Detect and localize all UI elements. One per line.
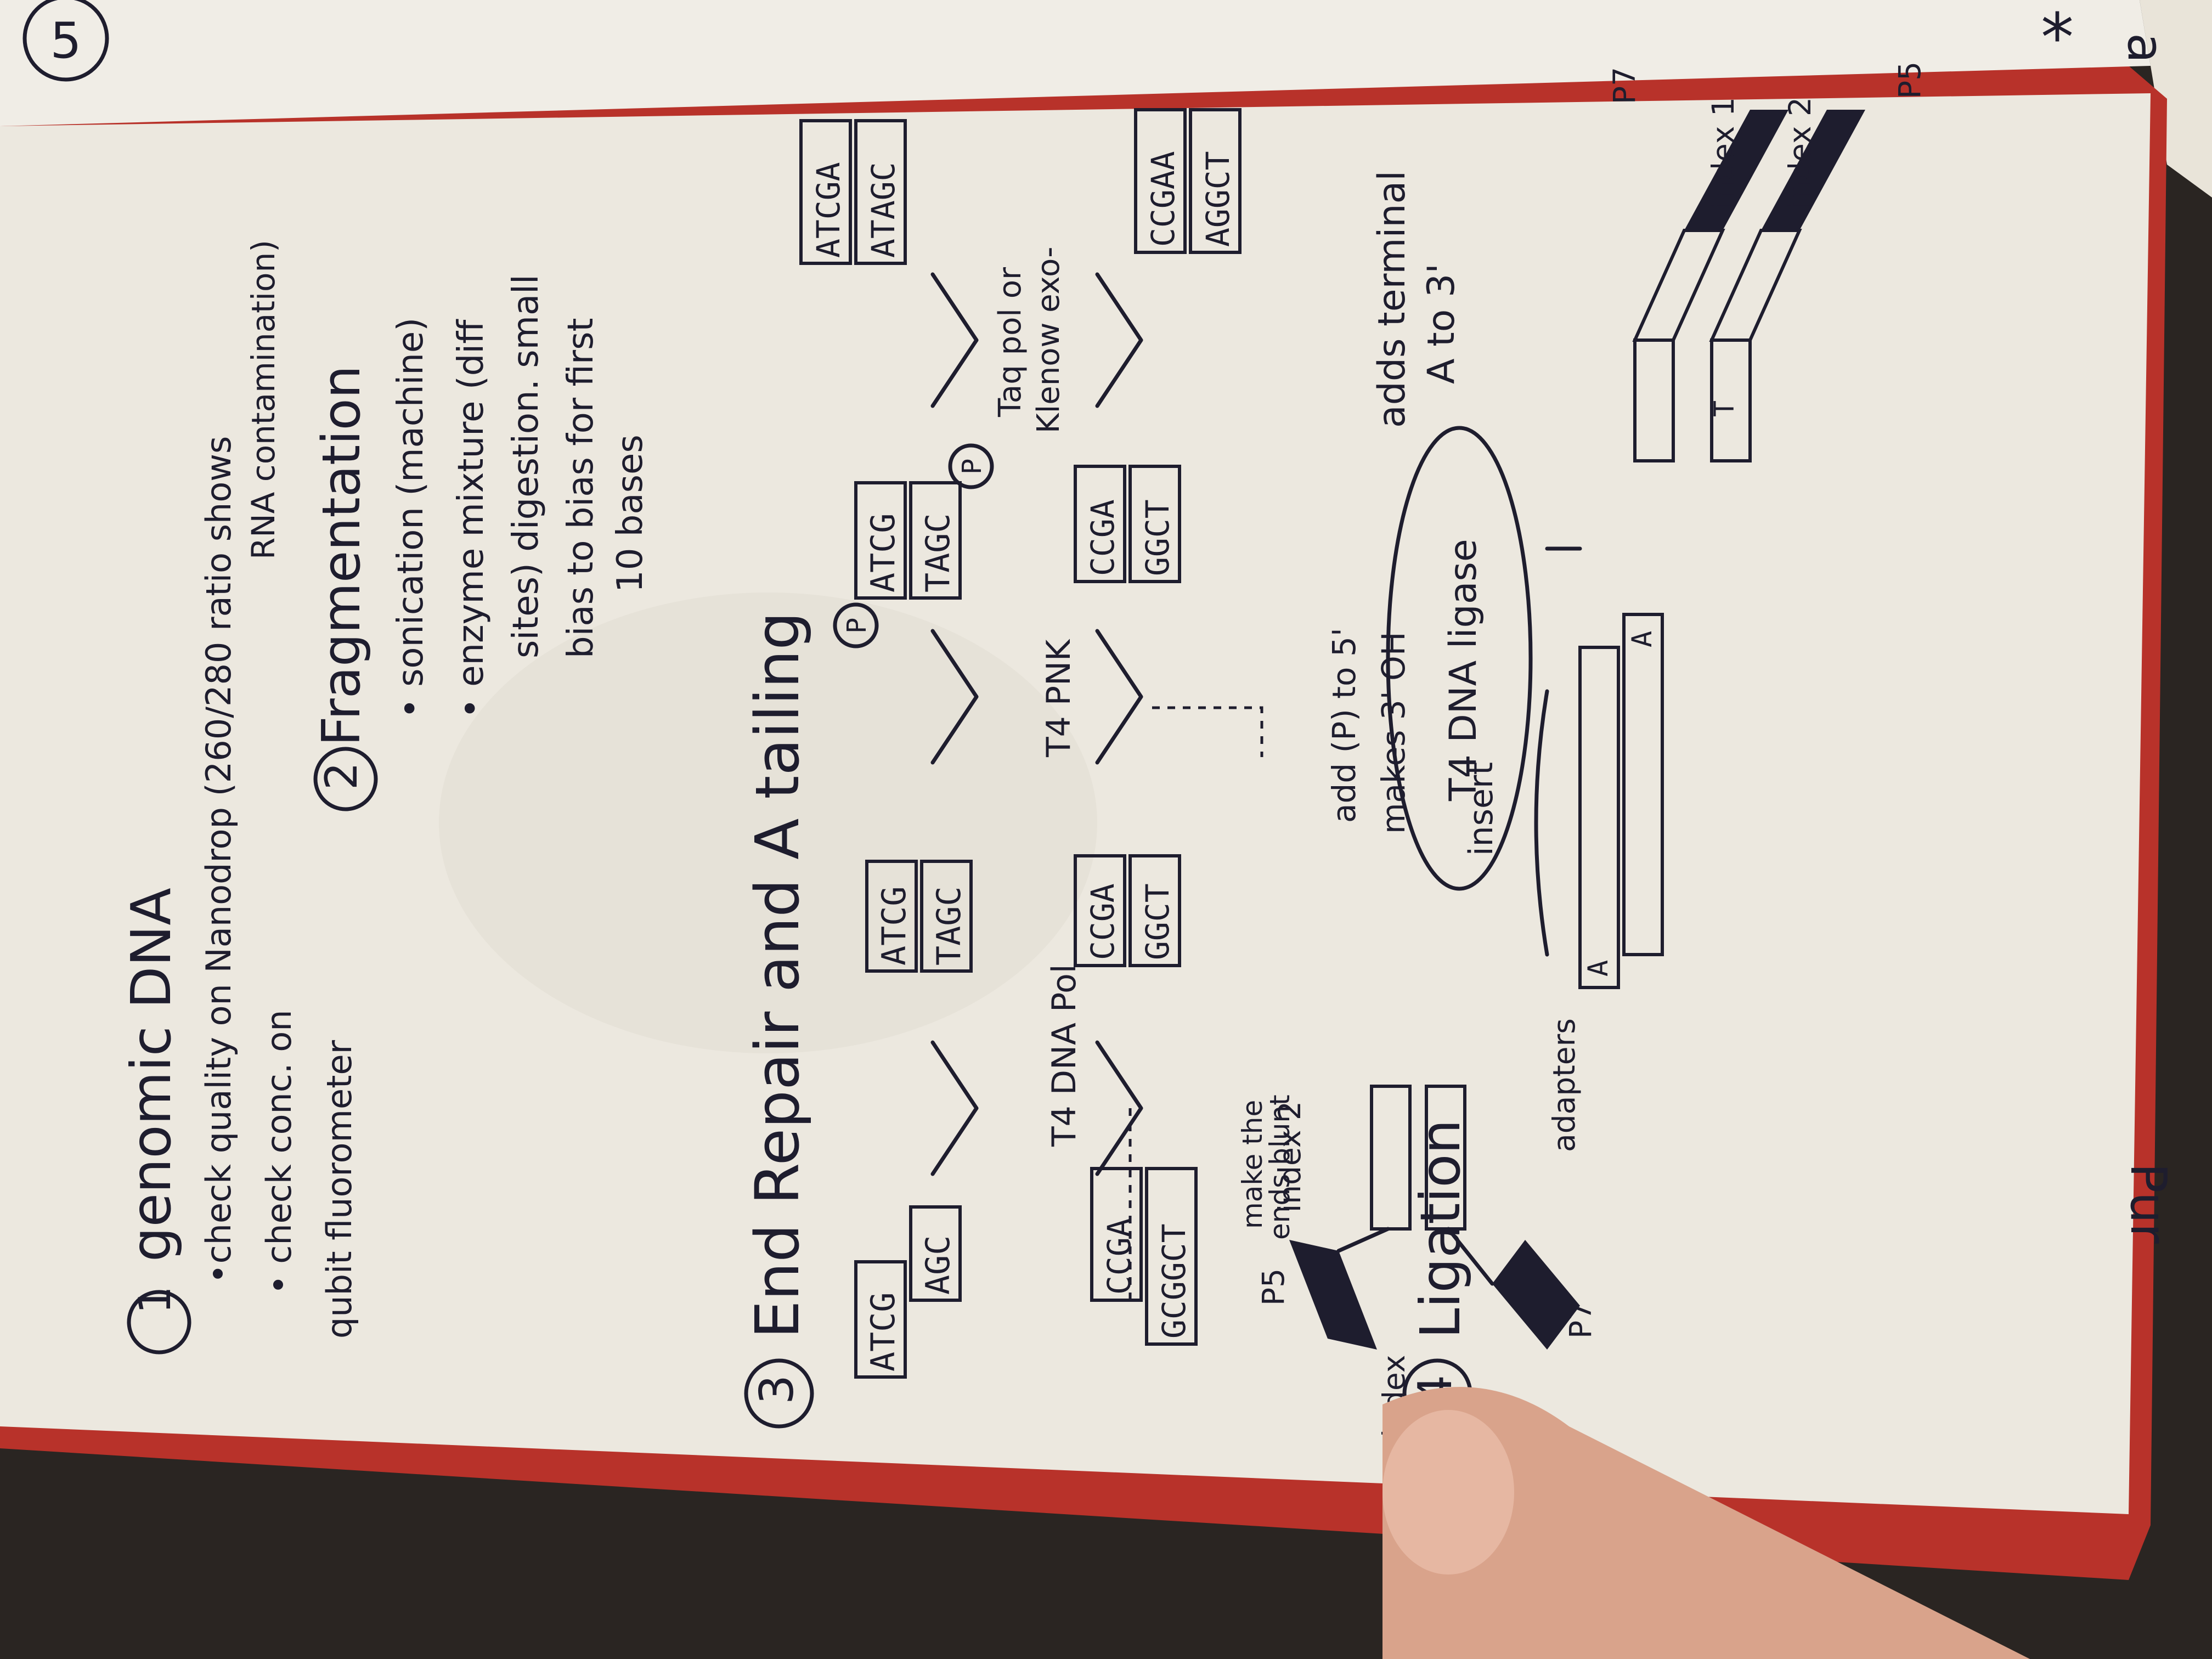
label-adapters: adapters <box>1547 1018 1582 1152</box>
seq-col1: ATCG AGC CCGA GCGGCT <box>854 1167 1198 1379</box>
svg-text:CCGAA: CCGAA <box>1144 151 1182 247</box>
note-make-blunt-a: make the <box>1237 1100 1268 1229</box>
note-adds-a-2: A to 3' <box>1420 263 1463 384</box>
step4-block: 4 Ligation P5 P7 index index 2 adapters … <box>1256 61 1927 1437</box>
svg-text:ATCGA: ATCGA <box>810 162 847 258</box>
phosphate-marker <box>833 602 879 648</box>
svg-text:3: 3 <box>750 1375 804 1404</box>
insert-fragment: A A insert <box>1462 613 1664 989</box>
step1-line1: •check quality on Nanodrop (260/280 rati… <box>199 436 239 1284</box>
arrow-chevron-1 <box>930 1040 979 1176</box>
svg-text:5: 5 <box>50 12 81 70</box>
svg-text:CCGA: CCGA <box>1084 499 1121 576</box>
svg-text:TAGC: TAGC <box>919 514 957 593</box>
label-index2-left: index 2 <box>1272 1101 1307 1212</box>
step2-bullet2d: 10 bases <box>610 435 651 592</box>
enzyme-taq-pol: Taq pol or <box>992 267 1028 417</box>
svg-text:P: P <box>842 618 872 634</box>
svg-text:GGCT: GGCT <box>1139 883 1176 960</box>
page-number-circle: 5 <box>22 0 109 82</box>
svg-text:AGGCT: AGGCT <box>1199 151 1237 247</box>
label-p5-right: P5 <box>1892 61 1927 99</box>
seq-col3: P ATCG TAGC P CCGA GGCT <box>833 443 1181 648</box>
svg-text:2: 2 <box>316 762 367 790</box>
arrow-chevron-5 <box>930 272 979 408</box>
fragment-4: Pur <box>2119 1163 2177 1244</box>
right-page-edge <box>2140 0 2212 198</box>
thumb <box>1383 1387 2030 1659</box>
step2-bullet2: • enzyme mixture (diff <box>451 319 492 719</box>
enzyme-klenow: Klenow exo- <box>1031 247 1066 433</box>
y-adapter-left: P5 P7 index index 2 adapters <box>1256 1018 1598 1437</box>
svg-text:T4 DNA ligase: T4 DNA ligase <box>1442 539 1485 802</box>
step1-title: genomic DNA <box>119 888 183 1262</box>
svg-text:ATAGC: ATAGC <box>865 162 902 258</box>
note-make-blunt-b: ends blunt <box>1264 1094 1296 1240</box>
step1-block: 1 genomic DNA •check quality on Nanodrop… <box>119 240 359 1355</box>
step3-number-circle <box>744 1358 814 1429</box>
step1-number-circle <box>127 1290 191 1355</box>
label-p5-left: P5 <box>1256 1268 1291 1306</box>
step1-line2: • check conc. on <box>259 1009 299 1295</box>
arrow-chevron-2 <box>1095 1040 1143 1176</box>
arrow-chevron-4 <box>1095 629 1143 765</box>
seq-col4: ATCGA ATAGC CCGAA AGGCT <box>799 108 1242 265</box>
right-page-fragments: * a Pur <box>2041 0 2177 1244</box>
previous-page-strip <box>0 0 2151 126</box>
step2-block: 2 Fragmentation • sonication (machine) •… <box>312 274 651 811</box>
svg-text:GGCT: GGCT <box>1139 499 1176 576</box>
step2-bullet1: • sonication (machine) <box>391 318 431 719</box>
svg-text:ATCG: ATCG <box>875 887 913 966</box>
note-add-p: add (P) to 5' <box>1325 628 1363 823</box>
seq-col2: ATCG TAGC CCGA GGCT <box>865 854 1181 973</box>
fragment-1: a <box>2117 33 2174 63</box>
step3-block: 3 End Repair and A tailing ATCG AGC CCGA… <box>742 108 1463 1429</box>
phosphate-marker <box>948 443 994 489</box>
svg-text:CCGA: CCGA <box>1084 883 1121 960</box>
svg-text:CCGA: CCGA <box>1101 1218 1138 1295</box>
enzyme-t4-pnk: T4 PNK <box>1040 639 1078 758</box>
enzyme-t4-dna-pol: T4 DNA Pol <box>1045 964 1084 1147</box>
svg-text:GCGGCT: GCGGCT <box>1155 1223 1193 1339</box>
label-p7-right: P7 <box>1607 67 1642 104</box>
svg-text:A: A <box>1626 631 1658 647</box>
label-index1: index 1 <box>1706 97 1741 208</box>
step2-bullet2c: bias to bias for first <box>561 318 601 658</box>
svg-text:1: 1 <box>129 1286 180 1314</box>
ligase-cloud: T4 DNA ligase <box>1386 426 1582 891</box>
step3-title: End Repair and A tailing <box>742 612 812 1339</box>
step2-number-circle <box>313 747 378 811</box>
svg-text:ATCG: ATCG <box>864 514 902 593</box>
step2-bullet2b: sites) digestion. small <box>506 274 546 658</box>
note-adds-a-1: adds terminal <box>1370 171 1414 428</box>
svg-text:A: A <box>1582 960 1614 977</box>
svg-text:T: T <box>1708 400 1740 417</box>
svg-text:P: P <box>957 459 988 475</box>
ink-show-through <box>439 592 1097 1053</box>
step1-line1b: RNA contamination) <box>245 240 282 560</box>
arrow-chevron-3 <box>930 629 979 765</box>
star-mark: * <box>2041 0 2074 76</box>
y-adapter-right: T P7 index 1 index 2 P5 <box>1607 61 1927 462</box>
label-index2-right: index 2 <box>1782 97 1818 208</box>
step2-title: Fragmentation <box>312 365 372 746</box>
label-p7-left: P7 <box>1563 1301 1598 1339</box>
dashed-pointer-2 <box>1152 706 1263 757</box>
arrow-chevron-6 <box>1095 272 1143 408</box>
label-insert: insert <box>1462 762 1500 856</box>
step1-line3: qubit fluorometer <box>319 1040 359 1339</box>
svg-text:AGC: AGC <box>919 1235 957 1295</box>
svg-text:ATCG: ATCG <box>864 1293 902 1372</box>
svg-text:TAGC: TAGC <box>930 887 968 966</box>
